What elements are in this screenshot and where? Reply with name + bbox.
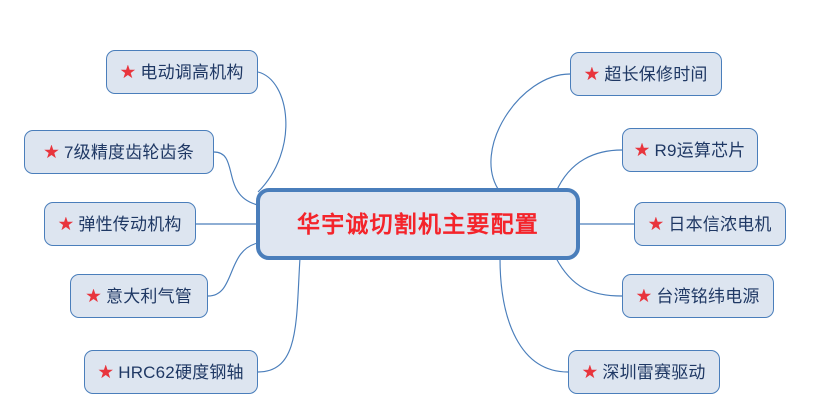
star-icon bbox=[44, 144, 59, 159]
branch-node-right-4[interactable]: 台湾铭纬电源 bbox=[622, 274, 774, 318]
star-icon bbox=[648, 216, 664, 231]
branch-label: 深圳雷赛驱动 bbox=[602, 362, 706, 382]
connector-left-5 bbox=[257, 257, 301, 373]
connector-left-2 bbox=[213, 151, 259, 206]
branch-label: 7级精度齿轮齿条 bbox=[63, 142, 195, 162]
connector-right-2 bbox=[555, 149, 623, 193]
branch-label: R9运算芯片 bbox=[654, 140, 746, 160]
branch-label: 日本信浓电机 bbox=[668, 214, 772, 234]
branch-node-right-2[interactable]: R9运算芯片 bbox=[622, 128, 758, 172]
branch-node-right-3[interactable]: 日本信浓电机 bbox=[634, 202, 786, 246]
star-icon bbox=[582, 364, 598, 379]
branch-label: 意大利气管 bbox=[106, 286, 192, 306]
branch-node-left-3[interactable]: 弹性传动机构 bbox=[44, 202, 196, 246]
connector-right-1 bbox=[490, 73, 571, 193]
connector-left-1 bbox=[257, 71, 287, 193]
center-node-label: 华宇诚切割机主要配置 bbox=[297, 210, 539, 237]
branch-node-left-1[interactable]: 电动调高机构 bbox=[106, 50, 258, 94]
star-icon bbox=[584, 66, 600, 81]
star-icon bbox=[98, 364, 113, 379]
center-node[interactable]: 华宇诚切割机主要配置 bbox=[256, 188, 580, 260]
branch-label: 弹性传动机构 bbox=[78, 214, 182, 234]
branch-label: HRC62硬度钢轴 bbox=[118, 362, 244, 382]
branch-node-right-1[interactable]: 超长保修时间 bbox=[570, 52, 722, 96]
connector-right-5 bbox=[499, 257, 569, 373]
star-icon bbox=[634, 142, 650, 157]
branch-node-right-5[interactable]: 深圳雷赛驱动 bbox=[568, 350, 720, 394]
branch-node-left-4[interactable]: 意大利气管 bbox=[70, 274, 208, 318]
connector-left-4 bbox=[207, 242, 259, 297]
star-icon bbox=[636, 288, 652, 303]
branch-label: 超长保修时间 bbox=[604, 64, 708, 84]
star-icon bbox=[120, 64, 136, 79]
branch-label: 台湾铭纬电源 bbox=[656, 286, 760, 306]
star-icon bbox=[58, 216, 74, 231]
star-icon bbox=[86, 288, 101, 303]
branch-node-left-5[interactable]: HRC62硬度钢轴 bbox=[84, 350, 258, 394]
connector-right-4 bbox=[555, 257, 623, 297]
branch-label: 电动调高机构 bbox=[140, 62, 244, 82]
branch-node-left-2[interactable]: 7级精度齿轮齿条 bbox=[24, 130, 214, 174]
